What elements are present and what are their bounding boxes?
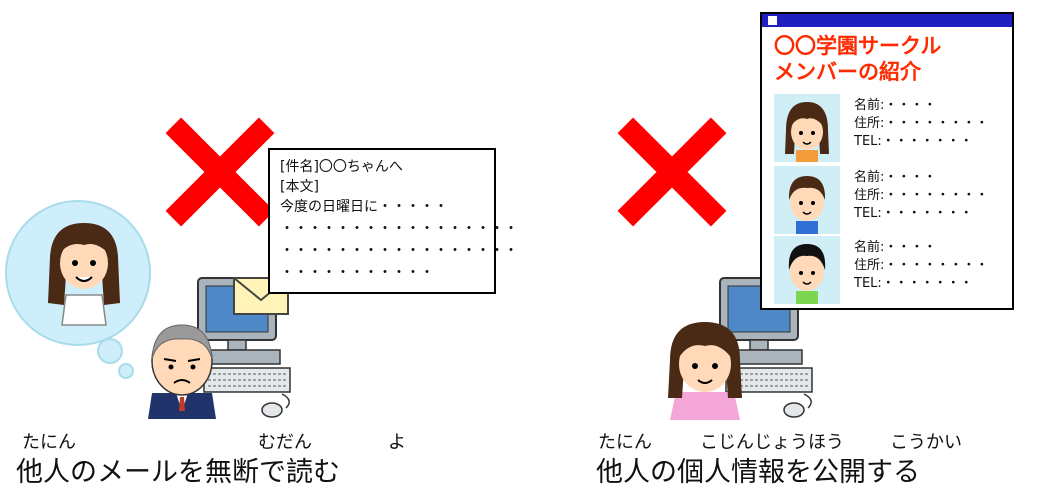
boy-icon — [788, 244, 826, 304]
thought-bubble-icon — [5, 200, 151, 379]
member-name: 名前:・・・・ — [854, 98, 937, 113]
member-tel: TEL:・・・・・・・ — [854, 134, 973, 149]
ruby-tanin: たにん — [22, 432, 76, 453]
member-card — [774, 94, 840, 162]
woman-icon — [48, 223, 120, 326]
email-subject-line: [件名]〇〇ちゃんへ — [280, 159, 403, 175]
red-x-icon — [612, 112, 732, 232]
page-heading-line1: 〇〇学園サークル — [774, 34, 942, 58]
member-name: 名前:・・・・ — [854, 170, 937, 185]
member-card — [774, 236, 840, 304]
page-heading-line2: メンバーの紹介 — [774, 60, 921, 84]
email-body-line: ・・・・・・・・・・・・・・・・・ — [280, 243, 518, 259]
email-body-label: [本文] — [280, 179, 319, 195]
member-tel: TEL:・・・・・・・ — [854, 206, 973, 221]
ruby-yo: よ — [388, 432, 406, 453]
left-caption: 他人のメールを無断で読む — [16, 457, 340, 488]
girl-icon — [668, 322, 742, 420]
ruby-tanin: たにん — [598, 432, 652, 453]
email-body-line: ・・・・・・・・・・・ — [280, 265, 434, 281]
email-window: [件名]〇〇ちゃんへ [本文] 今度の日曜日に・・・・・ ・・・・・・・・・・・… — [268, 148, 518, 294]
member-name: 名前:・・・・ — [854, 240, 937, 255]
email-body-line: ・・・・・・・・・・・・・・・・・ — [280, 221, 518, 237]
member-address: 住所:・・・・・・・・ — [854, 188, 989, 203]
email-body-line: 今度の日曜日に・・・・・ — [280, 199, 448, 215]
ruby-kojin-jouhou: こじんじょうほう — [700, 432, 844, 453]
right-caption: 他人の個人情報を公開する — [596, 457, 920, 488]
old-man-icon — [148, 324, 216, 419]
member-address: 住所:・・・・・・・・ — [854, 116, 989, 131]
ruby-koukai: こうかい — [890, 432, 962, 453]
window-titlebar — [762, 14, 1012, 27]
web-page-window: 〇〇学園サークル メンバーの紹介 名前:・・・・ 住所:・・・・・・・・ TEL… — [760, 12, 1014, 310]
member-address: 住所:・・・・・・・・ — [854, 258, 989, 273]
member-tel: TEL:・・・・・・・ — [854, 276, 973, 291]
member-card — [774, 166, 840, 234]
ruby-mudan: むだん — [258, 432, 312, 453]
girl-icon — [785, 102, 829, 162]
boy-icon — [788, 176, 826, 234]
